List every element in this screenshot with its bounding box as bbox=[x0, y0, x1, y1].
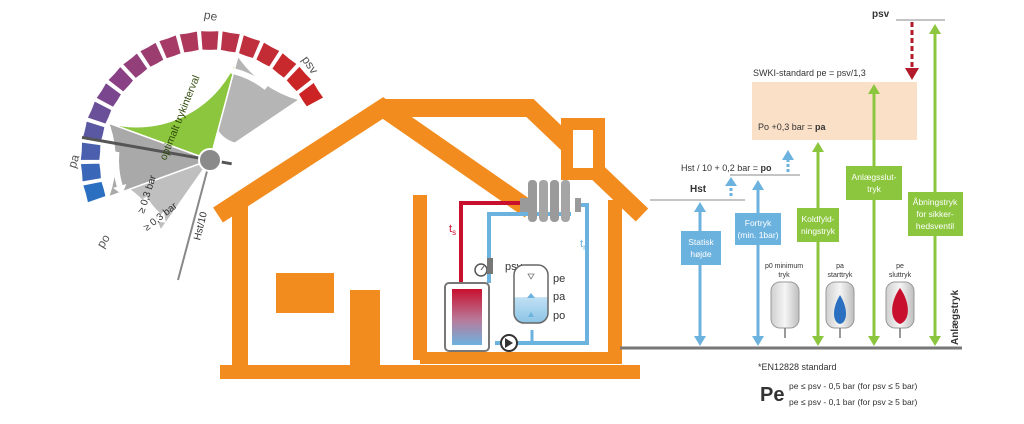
house-roof bbox=[213, 97, 536, 223]
gauge-scale-segment bbox=[85, 99, 114, 126]
vessel-p0 bbox=[770, 281, 800, 338]
vessel-pa bbox=[825, 281, 855, 338]
vessel-pa-line1: pa bbox=[836, 263, 844, 270]
gauge-label-pa: pa bbox=[65, 152, 83, 169]
vessel-pa-line2: starttryk bbox=[828, 272, 853, 279]
gauge-label-po: po bbox=[94, 231, 113, 250]
gauge-scale-segment bbox=[121, 51, 150, 80]
footer-standard: *EN12828 standard bbox=[758, 362, 837, 372]
gauge-scale-segment bbox=[79, 162, 103, 184]
footer-pe-big: Pe bbox=[760, 384, 784, 406]
gauge-scale-segment bbox=[138, 40, 166, 69]
gauge-scale-segment bbox=[94, 81, 123, 109]
gauge-scale-segment bbox=[237, 33, 263, 60]
gauge-scale-segment bbox=[81, 180, 108, 205]
gauge-scale-segment bbox=[254, 40, 282, 69]
vessel-pe bbox=[885, 281, 915, 338]
box-koldfyld-line1: Koldfyld- bbox=[801, 214, 834, 224]
gauge-scale-segment bbox=[284, 64, 314, 94]
box-fortryk-line2: (min. 1bar) bbox=[737, 230, 778, 240]
box-koldfyld bbox=[797, 208, 839, 242]
box-statisk-line2: højde bbox=[690, 249, 712, 259]
gauge-label-pe: pe bbox=[203, 8, 219, 24]
return-pipe bbox=[495, 203, 589, 345]
box-aabning-line2: for sikker- bbox=[916, 209, 953, 219]
gauge-scale-segment bbox=[106, 64, 135, 94]
gauge-hub bbox=[198, 148, 222, 172]
pressure-gauge bbox=[79, 29, 326, 281]
radiator bbox=[520, 180, 581, 222]
anlaegstryk-label: Anlægstryk bbox=[950, 290, 961, 345]
tank-label-pa: pa bbox=[553, 291, 566, 303]
box-aabning bbox=[908, 192, 963, 236]
box-statisk-line1: Statisk bbox=[688, 237, 714, 247]
gauge-band-pa bbox=[107, 121, 213, 199]
box-koldfyld-line2: ningstryk bbox=[801, 226, 836, 236]
arrow-fortryk bbox=[752, 180, 764, 346]
vessel-pe-line2: sluttryk bbox=[889, 272, 912, 279]
house-door bbox=[350, 290, 380, 365]
box-fortryk-line1: Fortryk bbox=[745, 218, 772, 228]
house-chimney bbox=[561, 118, 605, 180]
po-plus-label: Po +0,3 bar = pa bbox=[758, 122, 827, 132]
tank-label-po: po bbox=[553, 310, 565, 322]
box-aabning-line3: hedsventil bbox=[916, 221, 954, 231]
arrow-statisk bbox=[694, 202, 706, 346]
box-fortryk bbox=[735, 213, 781, 245]
gauge-scale-segment bbox=[177, 29, 201, 55]
box-statisk bbox=[681, 231, 721, 265]
gauge-scale-segment bbox=[270, 51, 299, 80]
vessel-p0-line2: tryk bbox=[778, 272, 790, 279]
gauge-scale-segment bbox=[219, 29, 242, 54]
gauge-band-optimal bbox=[108, 55, 239, 161]
psv-label: psv bbox=[872, 9, 890, 20]
box-anlaeg-line1: Anlægsslut- bbox=[852, 172, 897, 182]
gauge-scale-segment bbox=[296, 80, 326, 109]
vessel-p0-line1: p0 minimum bbox=[765, 263, 803, 270]
box-anlaeg bbox=[846, 166, 902, 200]
label-tr: tr bbox=[580, 238, 586, 252]
arrow-koldfyld bbox=[812, 142, 824, 346]
house: psv pe pa po ts tr bbox=[213, 97, 649, 379]
arrow-anlaeg bbox=[868, 84, 880, 346]
box-aabning-line1: Åbningstryk bbox=[913, 197, 958, 207]
swki-band bbox=[752, 82, 917, 140]
gauge-scale-segment bbox=[157, 33, 183, 60]
expansion-tank bbox=[513, 264, 549, 324]
swki-label: SWKI-standard pe = psv/1,3 bbox=[753, 68, 866, 78]
footer-line1: pe ≤ psv - 0,5 bar (for psv ≤ 5 bar) bbox=[789, 381, 918, 391]
supply-pipe bbox=[459, 201, 528, 283]
vessel-pe-line1: pe bbox=[896, 263, 904, 270]
arrow-aabning bbox=[929, 24, 941, 346]
safety-valve bbox=[487, 258, 493, 274]
house-window bbox=[276, 273, 334, 313]
hst-formula-label: Hst / 10 + 0,2 bar = po bbox=[681, 163, 772, 173]
tank-label-pe: pe bbox=[553, 273, 565, 285]
label-ts: ts bbox=[449, 223, 456, 237]
boiler bbox=[444, 282, 490, 352]
gauge-scale-segment bbox=[79, 140, 102, 162]
gauge-band-pe-psv bbox=[216, 53, 302, 145]
hst-label: Hst bbox=[690, 184, 707, 195]
footer-line2: pe ≤ psv - 0,1 bar (for psv ≥ 5 bar) bbox=[789, 397, 918, 407]
box-anlaeg-line2: tryk bbox=[867, 184, 881, 194]
gauge-scale-segment bbox=[199, 29, 221, 52]
